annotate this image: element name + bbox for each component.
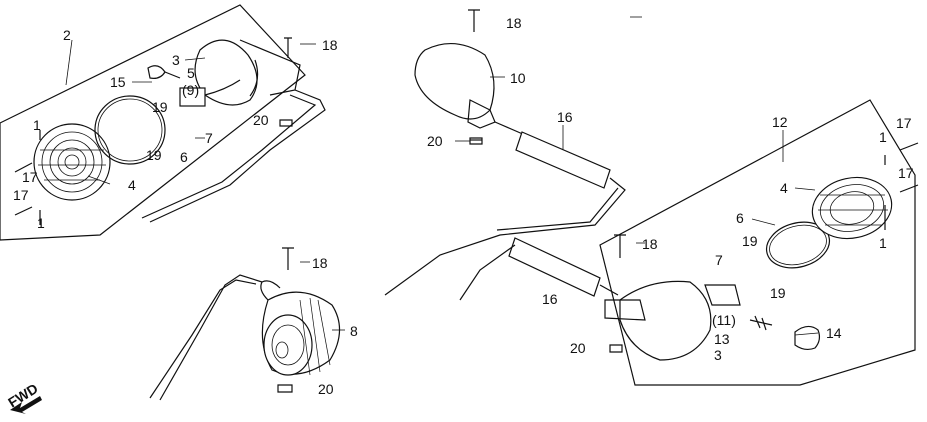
lower-middle-nut-20 <box>609 344 623 353</box>
callout-19b: 19 <box>146 147 162 163</box>
upper-stem-16 <box>384 121 626 296</box>
callout-18d: 18 <box>312 255 328 271</box>
upper-left-screws-17 <box>14 130 41 225</box>
lower-left-bolt-18 <box>282 247 294 270</box>
callout-7a: 7 <box>205 130 213 146</box>
callout-3b: 3 <box>714 347 722 363</box>
callout-6a: 6 <box>180 149 188 165</box>
callout-13: 13 <box>714 331 730 347</box>
callout-6b: 6 <box>736 210 744 226</box>
callout-1a: 1 <box>33 117 41 133</box>
upper-left-housing-3 <box>194 39 301 106</box>
right-front-housing-13 <box>604 280 712 361</box>
upper-left-bolt-18 <box>284 37 292 58</box>
callout-16b: 16 <box>542 291 558 307</box>
left-rear-assembly-box <box>0 4 306 241</box>
lower-stem-16 <box>459 237 619 301</box>
right-front-gasket-6 <box>765 221 831 269</box>
lower-left-turn-signal-8 <box>149 274 341 401</box>
callout-20c: 20 <box>570 340 586 356</box>
right-front-assembly-box <box>599 99 916 386</box>
leader-lines <box>65 16 819 336</box>
upper-middle-turn-signal-10 <box>414 42 496 129</box>
callout-10: 10 <box>510 70 526 86</box>
callout-18c: 18 <box>642 236 658 252</box>
callout-11: (11) <box>712 312 736 328</box>
callout-5: 5 <box>187 65 195 81</box>
callout-20b: 20 <box>427 133 443 149</box>
upper-middle-nut-20 <box>469 137 483 145</box>
callout-18b: 18 <box>506 15 522 31</box>
right-front-lens-4 <box>811 176 893 240</box>
callout-19d: 19 <box>770 285 786 301</box>
fwd-label: FWD <box>5 380 41 410</box>
callout-17a: 17 <box>22 169 38 185</box>
callout-19a: 19 <box>152 99 168 115</box>
callout-15: 15 <box>110 74 126 90</box>
callout-16a: 16 <box>557 109 573 125</box>
callout-17d: 17 <box>898 165 914 181</box>
callout-1b: 1 <box>37 215 45 231</box>
callout-20a: 20 <box>253 112 269 128</box>
callout-8: 8 <box>350 323 358 339</box>
callout-1d: 1 <box>879 235 887 251</box>
lower-left-nut-20 <box>277 384 293 393</box>
callout-4b: 4 <box>780 180 788 196</box>
callout-14: 14 <box>826 325 842 341</box>
upper-middle-bolt-18 <box>468 9 480 32</box>
callout-17b: 17 <box>13 187 29 203</box>
upper-left-nut-20 <box>279 119 293 127</box>
callout-12: 12 <box>772 114 788 130</box>
right-front-screws <box>884 142 919 230</box>
callout-3a: 3 <box>172 52 180 68</box>
right-front-bulb-14 <box>794 325 821 351</box>
right-front-socket-11 <box>704 284 773 331</box>
callout-17c: 17 <box>896 115 912 131</box>
callout-1c: 1 <box>879 129 887 145</box>
callout-18a: 18 <box>322 37 338 53</box>
callout-labels: 2 3 5 15 (9) 18 19 20 7 1 19 6 17 4 17 1… <box>13 15 914 397</box>
callout-9: (9) <box>182 82 199 98</box>
callout-2: 2 <box>63 27 71 43</box>
callout-19c: 19 <box>742 233 758 249</box>
upper-left-bulb-15 <box>147 65 181 79</box>
upper-left-lens-4 <box>33 123 111 201</box>
callout-20d: 20 <box>318 381 334 397</box>
middle-bolt-18 <box>614 234 626 258</box>
upper-left-gasket-6 <box>94 95 166 165</box>
upper-left-socket <box>179 79 241 107</box>
fwd-arrow-icon <box>10 396 42 414</box>
callout-4a: 4 <box>128 177 136 193</box>
upper-left-wiring <box>141 89 326 223</box>
callout-7b: 7 <box>715 252 723 268</box>
